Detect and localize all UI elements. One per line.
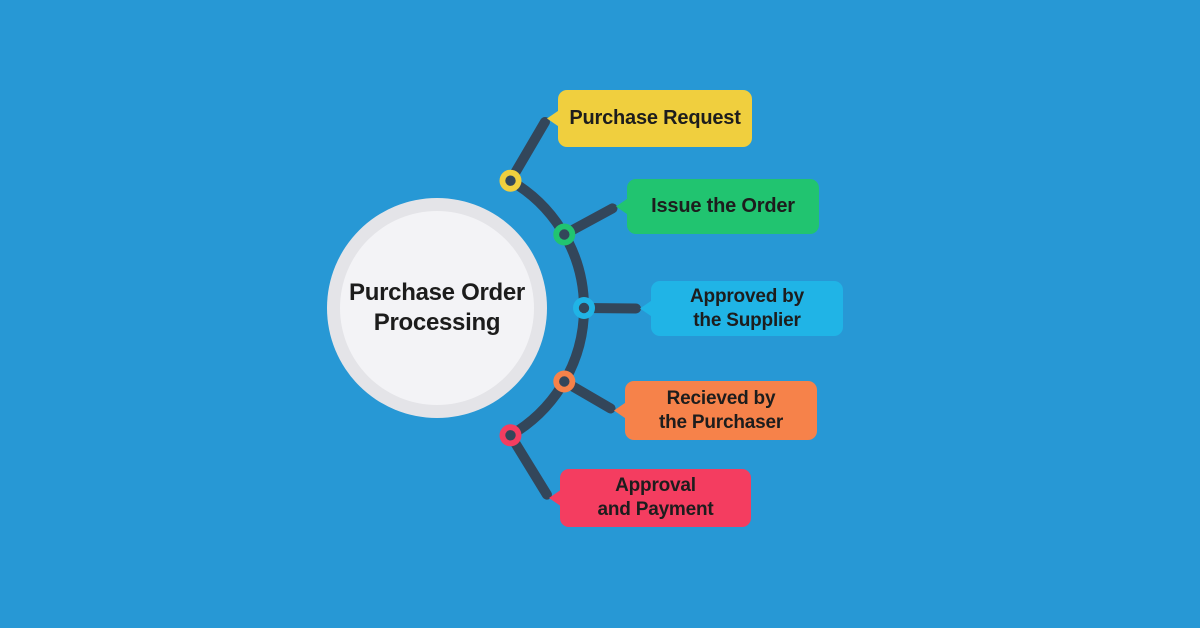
step-box-purchase-request: Purchase Request	[558, 90, 752, 147]
step-box-approval-and-payment: Approval and Payment	[560, 469, 751, 527]
step-box-approved-by-the-supplier: Approved by the Supplier	[651, 281, 843, 336]
connector-line-4	[505, 430, 552, 500]
center-node-inner: Purchase Order Processing	[340, 211, 534, 405]
node-core-1	[559, 229, 570, 240]
step-label-approved-by-the-supplier: Approved by the Supplier	[690, 285, 804, 331]
step-label-approval-and-payment: Approval and Payment	[597, 475, 714, 520]
connector-line-0	[505, 116, 550, 186]
step-label-purchase-request: Purchase Request	[569, 107, 741, 130]
step-box-recieved-by-the-purchaser: Recieved by the Purchaser	[625, 381, 817, 440]
node-core-3	[559, 376, 570, 387]
center-title: Purchase Order Processing	[349, 279, 525, 336]
node-core-2	[578, 302, 590, 314]
center-node: Purchase Order Processing	[327, 198, 547, 418]
step-label-issue-the-order: Issue the Order	[651, 195, 795, 218]
node-core-0	[505, 175, 516, 186]
node-core-4	[505, 430, 516, 441]
step-label-recieved-by-the-purchaser: Recieved by the Purchaser	[658, 387, 784, 433]
step-box-issue-the-order: Issue the Order	[627, 179, 819, 234]
